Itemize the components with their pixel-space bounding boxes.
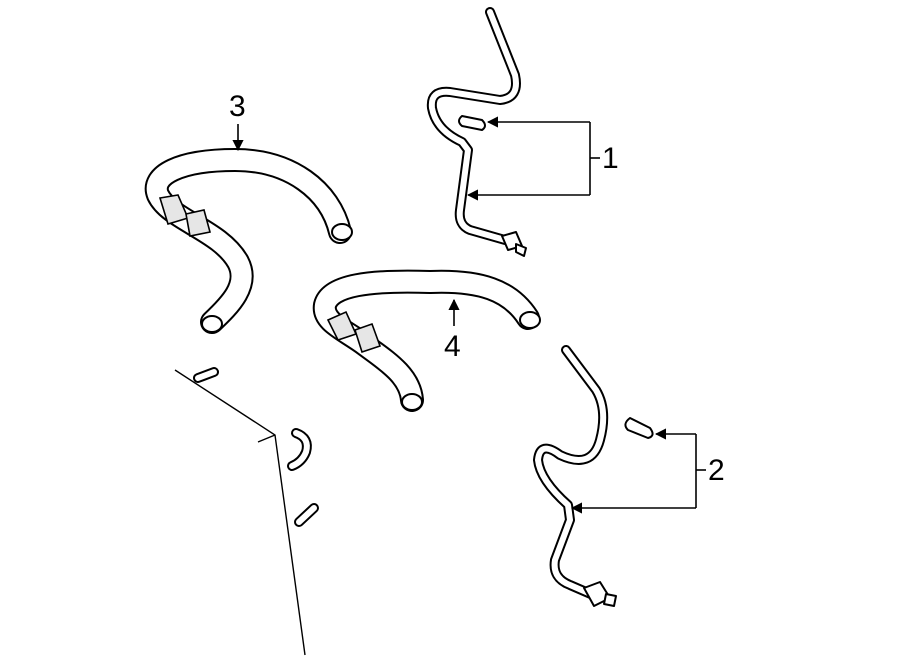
cooler-line-1[interactable] <box>426 7 527 257</box>
hose-4[interactable] <box>312 269 541 412</box>
callout-3-label: 3 <box>229 90 246 123</box>
hose-3-end-b <box>201 315 223 333</box>
line-1-sleeve <box>458 115 486 131</box>
callout-1-label: 1 <box>602 142 619 175</box>
callout-2-label: 2 <box>708 454 725 487</box>
cooler-line-2[interactable] <box>533 345 654 607</box>
callout-3: 3 <box>229 90 246 152</box>
hose-3-end-a <box>331 223 353 241</box>
callout-2: 2 <box>570 428 725 514</box>
hose-4-end-b <box>401 393 423 411</box>
line-2-sleeve <box>624 417 654 439</box>
callout-4: 4 <box>444 298 461 363</box>
radiator-panel <box>174 367 319 656</box>
hose-4-end-a <box>519 311 541 329</box>
callout-4-label: 4 <box>444 330 461 363</box>
callout-1: 1 <box>466 116 619 201</box>
hose-3[interactable] <box>144 148 353 334</box>
